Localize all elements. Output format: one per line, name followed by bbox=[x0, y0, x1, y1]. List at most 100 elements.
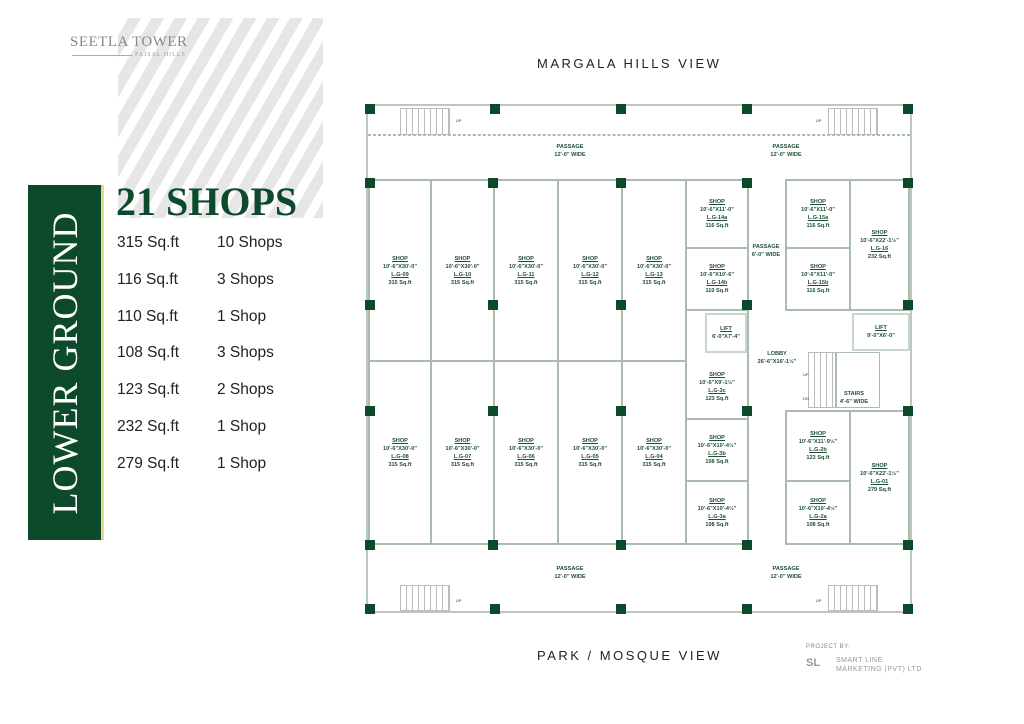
shop-label-line: SHOP bbox=[709, 435, 725, 441]
stairs-landing bbox=[836, 352, 880, 408]
stairs-top-left bbox=[400, 108, 450, 135]
top-view-label: MARGALA HILLS VIEW bbox=[537, 56, 722, 71]
pillar bbox=[742, 604, 752, 614]
shop-label-line: 10'-6"X30'-0" bbox=[636, 445, 672, 452]
shop-label-line: L.G-01 bbox=[870, 478, 889, 485]
pillar bbox=[616, 178, 626, 188]
summary-count: 1 Shop bbox=[217, 417, 267, 435]
stairs-top-right bbox=[828, 108, 878, 135]
stairs-width: 4'-6" WIDE bbox=[839, 399, 869, 405]
passage-width: 12'-0" WIDE bbox=[770, 574, 802, 580]
shop-label-line: 315 Sq.ft bbox=[514, 461, 538, 468]
shop-label-line: 315 Sq.ft bbox=[514, 279, 538, 286]
passage-width: 12'-0" WIDE bbox=[554, 574, 586, 580]
shop-label-line: 123 Sq.ft bbox=[806, 455, 830, 461]
shop-label-line: SHOP bbox=[392, 437, 408, 444]
shop-label-line: SHOP bbox=[518, 255, 534, 262]
shop-label-line: L.G-05 bbox=[581, 453, 599, 460]
shop-label-line: 10'-6"X10'-6" bbox=[699, 272, 735, 278]
shop-label-line: SHOP bbox=[709, 199, 725, 205]
pillar bbox=[903, 604, 913, 614]
shop-label-line: 10'-6"X9'-1½" bbox=[699, 380, 735, 386]
pillar bbox=[616, 104, 626, 114]
shop-label-line: L.G-14b bbox=[706, 280, 728, 286]
shop-label-line: SHOP bbox=[582, 437, 598, 444]
passage-name: PASSAGE bbox=[772, 144, 800, 150]
shop-label-line: 116 Sq.ft bbox=[705, 223, 729, 229]
shop-label-line: L.G-07 bbox=[453, 453, 472, 460]
bottom-view-label: PARK / MOSQUE VIEW bbox=[537, 648, 722, 663]
shop-label-line: 10'-6"X30'-0" bbox=[572, 445, 608, 452]
pillar bbox=[490, 104, 500, 114]
summary-count: 3 Shops bbox=[217, 270, 274, 288]
pillar bbox=[616, 300, 626, 310]
shop-label-line: L.G-11 bbox=[517, 271, 535, 278]
shop-label-line: SHOP bbox=[454, 437, 471, 444]
summary-area: 232 Sq.ft bbox=[117, 417, 180, 435]
shop-label-line: 10'-6"X11'-0" bbox=[700, 207, 734, 213]
up-label: UP bbox=[456, 118, 462, 123]
shop-label-line: 10'-6"X30'-0" bbox=[382, 263, 418, 270]
pillar bbox=[616, 406, 626, 416]
summary-area: 110 Sq.ft bbox=[117, 307, 178, 325]
passage-width: 12'-0" WIDE bbox=[554, 152, 586, 158]
stairs-bottom-left bbox=[400, 585, 450, 611]
shop-label-line: 279 Sq.ft bbox=[867, 486, 892, 493]
passage-name: PASSAGE bbox=[752, 244, 780, 250]
pillar bbox=[903, 178, 913, 188]
shop-label-line: SHOP bbox=[810, 199, 826, 205]
shop-label-line: L.G-2a bbox=[809, 513, 827, 520]
shop-label-line: 10'-6"X30'-0" bbox=[508, 445, 544, 452]
passage-name: PASSAGE bbox=[772, 566, 800, 572]
pillar bbox=[488, 178, 498, 188]
shop-label-line: L.G-09 bbox=[391, 271, 409, 278]
decorative-rays bbox=[118, 18, 323, 218]
shop-label-line: 10'-6"X11'-0" bbox=[801, 207, 835, 213]
shop-label-line: L.G-06 bbox=[517, 453, 535, 460]
pillar bbox=[488, 540, 498, 550]
pillar bbox=[365, 178, 375, 188]
shop-label-line: L.G-2b bbox=[809, 447, 827, 453]
shop-label-line: SHOP bbox=[518, 437, 534, 444]
shop-label-line: SHOP bbox=[810, 497, 826, 504]
shop-label-line: 10'-6"X30'-0" bbox=[636, 263, 672, 270]
pillar bbox=[490, 604, 500, 614]
